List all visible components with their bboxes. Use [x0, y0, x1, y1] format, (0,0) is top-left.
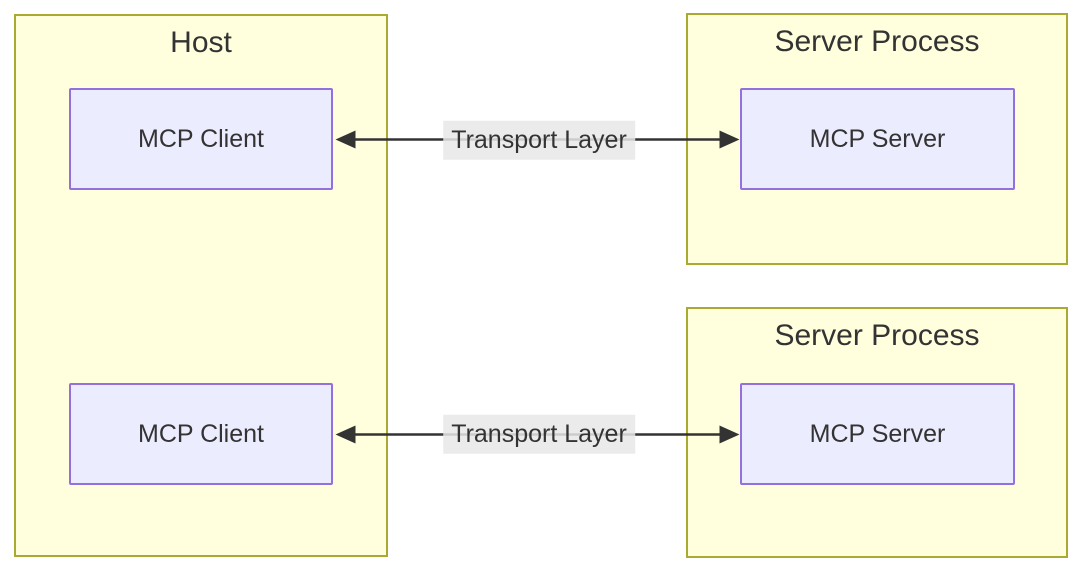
- edge-label-transport-1: Transport Layer: [443, 120, 635, 160]
- node-mcp-client-2-label: MCP Client: [138, 419, 264, 448]
- node-mcp-server-2-label: MCP Server: [809, 419, 946, 448]
- edge-label-transport-2: Transport Layer: [443, 414, 635, 454]
- node-mcp-server-2: MCP Server: [740, 383, 1015, 485]
- cluster-host-title: Host: [170, 26, 232, 59]
- node-mcp-client-1-label: MCP Client: [138, 124, 264, 153]
- node-mcp-server-1-label: MCP Server: [809, 124, 946, 153]
- cluster-server-process-2-title: Server Process: [774, 319, 980, 352]
- node-mcp-client-2: MCP Client: [69, 383, 333, 485]
- node-mcp-client-1: MCP Client: [69, 88, 333, 190]
- node-mcp-server-1: MCP Server: [740, 88, 1015, 190]
- cluster-server-process-1-title: Server Process: [774, 25, 980, 58]
